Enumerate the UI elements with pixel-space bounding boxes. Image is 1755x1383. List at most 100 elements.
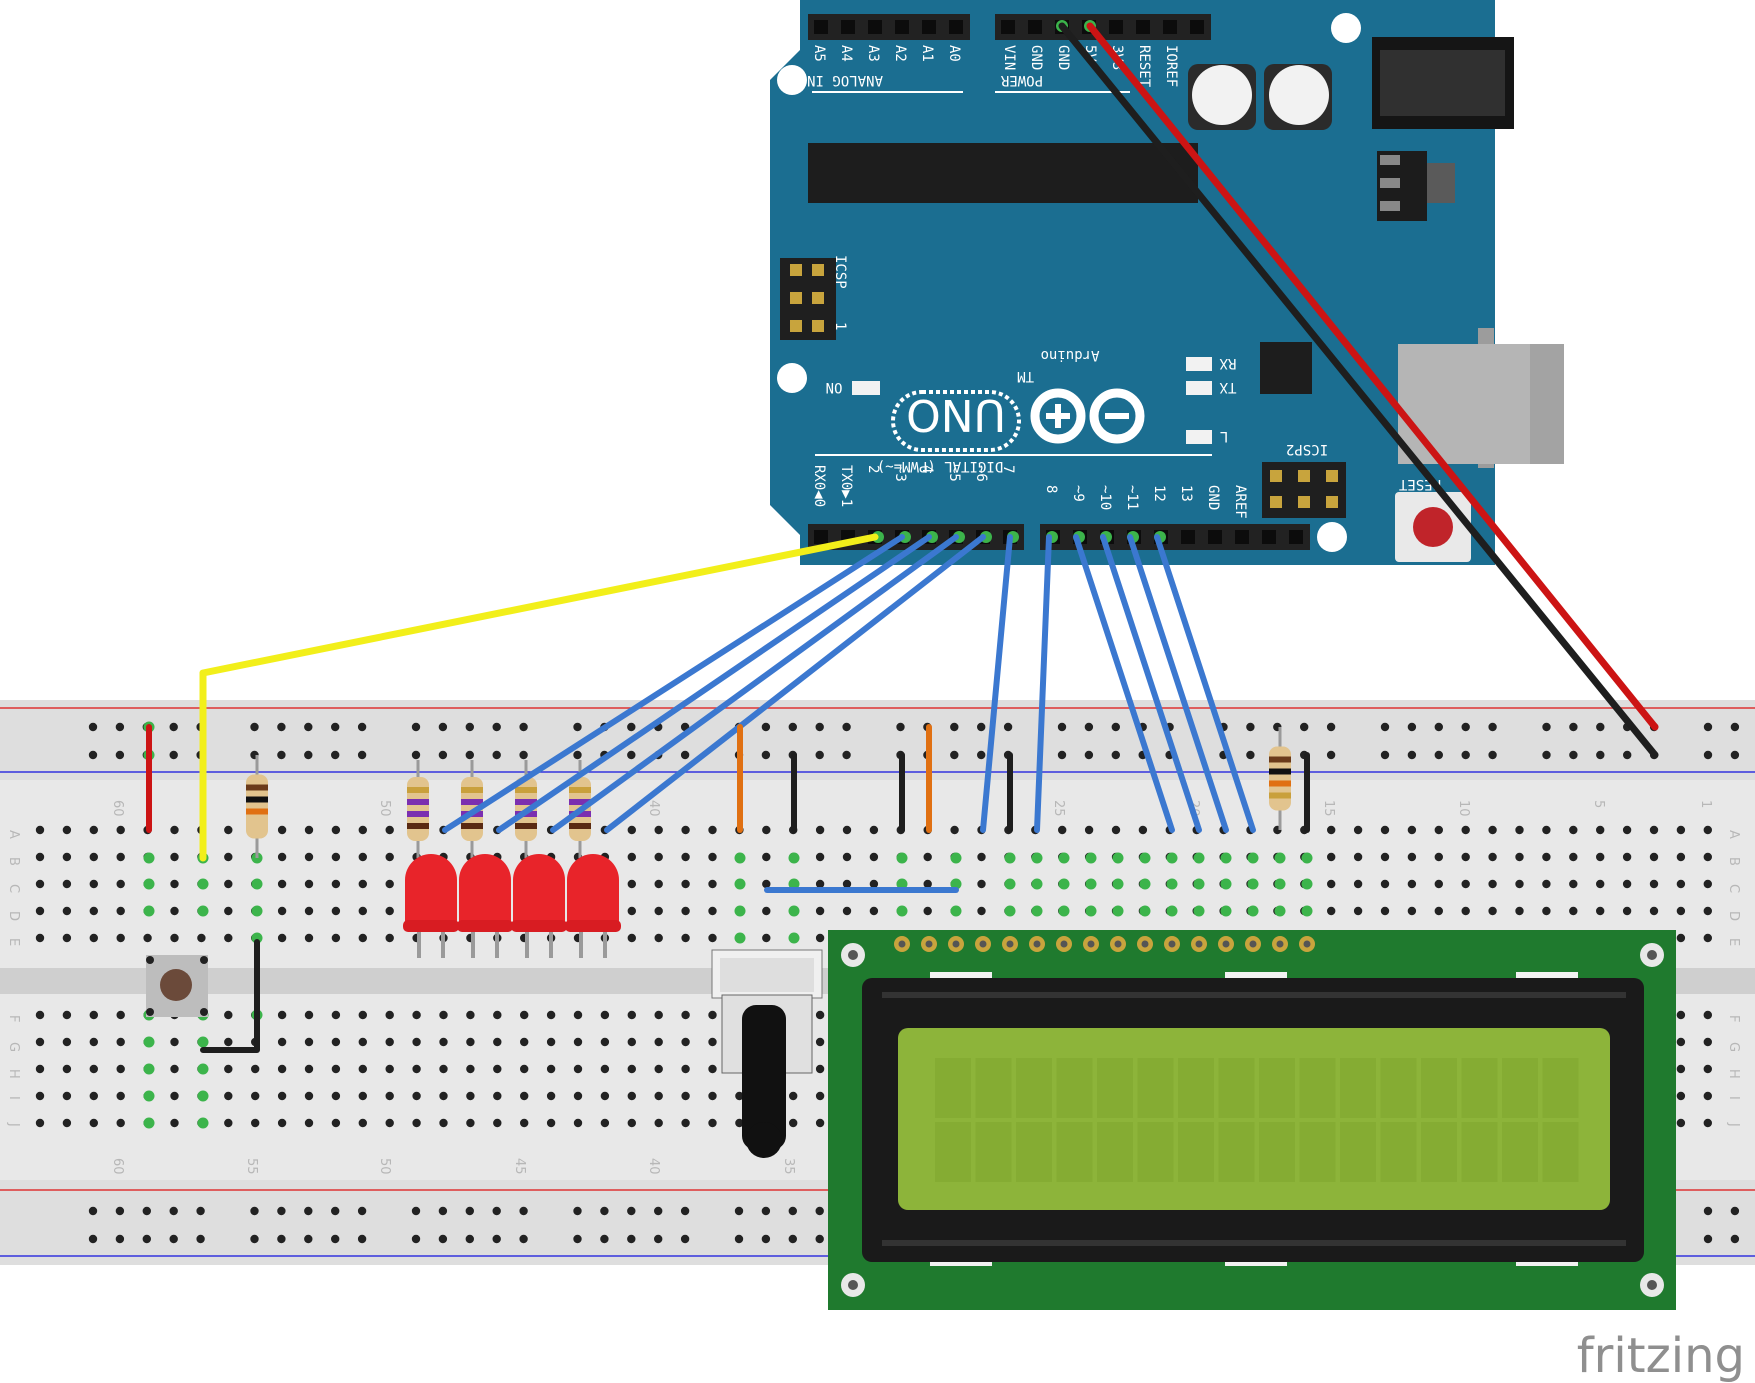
rail-hole: [1596, 750, 1605, 760]
rail-hole: [411, 722, 421, 732]
digital-pin-label: 8: [1043, 485, 1059, 493]
lcd-char-cell: [1218, 1058, 1255, 1118]
rail-hole: [142, 1234, 151, 1244]
lcd-char-cell: [1178, 1058, 1214, 1118]
rail-hole: [492, 722, 501, 732]
connected-hole: [1112, 852, 1124, 864]
rail-hole: [115, 750, 125, 760]
header-pin: [1262, 530, 1276, 544]
rail-hole: [1057, 722, 1067, 732]
hole: [62, 1010, 72, 1020]
hole: [412, 1091, 421, 1101]
resistor-band: [407, 799, 429, 805]
connected-hole: [1301, 905, 1313, 917]
hole: [1596, 879, 1605, 889]
hole: [1622, 825, 1632, 835]
hole: [89, 906, 99, 916]
connected-hole: [1058, 905, 1070, 917]
connected-hole: [1193, 905, 1205, 917]
connected-hole: [1031, 905, 1043, 917]
rail-hole: [1703, 1206, 1713, 1216]
lcd-char-cell: [1056, 1122, 1093, 1182]
hole: [1649, 906, 1659, 916]
hole: [89, 879, 99, 889]
row-letter-g-left: G: [6, 1042, 21, 1052]
connected-hole: [1139, 905, 1151, 917]
rail-hole: [1380, 750, 1390, 760]
connected-hole: [1301, 852, 1313, 864]
hole: [546, 1118, 556, 1128]
rail-hole: [196, 1234, 205, 1244]
digital-pin-label: TX0▶1: [838, 465, 854, 507]
hole: [493, 1010, 502, 1020]
col-num-40-top: 40: [646, 800, 661, 817]
hole: [1596, 825, 1605, 835]
digital-pin-label: ~5: [946, 465, 962, 482]
hole: [62, 1037, 72, 1047]
resistor-band: [1269, 780, 1291, 787]
hole: [304, 1037, 314, 1047]
hole: [1327, 879, 1336, 889]
rail-hole: [88, 1234, 98, 1244]
connected-hole: [1166, 905, 1178, 917]
hole: [762, 879, 771, 889]
lcd-pin-hole: [1087, 940, 1095, 948]
mounting-hole: [777, 65, 807, 95]
hole: [520, 1010, 529, 1020]
rail-hole: [815, 1234, 824, 1244]
rail-hole: [438, 750, 448, 760]
hole: [815, 1091, 825, 1101]
hole: [1515, 825, 1524, 835]
connected-hole: [1112, 878, 1124, 890]
hole: [573, 1037, 583, 1047]
rail-hole: [977, 722, 986, 732]
resistor-band: [246, 808, 268, 815]
hole: [1380, 906, 1390, 916]
rail-hole: [1730, 722, 1740, 732]
hole: [600, 1064, 610, 1074]
connected-hole: [1004, 905, 1016, 917]
hole: [654, 1010, 663, 1020]
hole: [1461, 852, 1470, 862]
rail-hole: [573, 750, 582, 760]
connected-hole: [1274, 905, 1286, 917]
connected-hole: [143, 1090, 155, 1102]
rail-hole: [1111, 722, 1121, 732]
rail-hole: [734, 1206, 744, 1216]
hole: [1353, 879, 1363, 889]
hole: [439, 1118, 448, 1128]
rail-hole: [1730, 750, 1740, 760]
hole: [116, 879, 125, 889]
rail-hole: [115, 1206, 125, 1216]
hole: [1542, 852, 1551, 862]
rail-hole: [950, 722, 959, 732]
resistor-band: [515, 823, 537, 829]
rail-hole: [761, 750, 771, 760]
connected-hole: [251, 878, 263, 890]
hole: [1407, 879, 1417, 889]
rail-hole: [1596, 722, 1605, 732]
rail-hole: [573, 722, 582, 732]
rail-hole: [438, 722, 448, 732]
rail-hole: [142, 1206, 151, 1216]
hole: [358, 1064, 367, 1074]
hole: [815, 852, 825, 862]
hole: [1703, 933, 1713, 943]
connected-hole: [1004, 878, 1016, 890]
hole: [385, 1010, 394, 1020]
lcd-pin-hole: [1276, 940, 1284, 948]
col-num-50-top: 50: [377, 800, 392, 817]
hole: [358, 1118, 367, 1128]
hole: [224, 825, 233, 835]
rail-hole: [1407, 722, 1417, 732]
hole: [224, 852, 233, 862]
hole: [1407, 906, 1417, 916]
hole: [1649, 852, 1659, 862]
lcd-char-cell: [1097, 1122, 1133, 1182]
arduino-uno-board: UNO Arduino TM ANALOG IN POWER DIGITAL (…: [770, 0, 1564, 565]
resistor-body: [407, 777, 429, 841]
hole: [170, 933, 179, 943]
col-num-10-top: 10: [1456, 800, 1471, 817]
lcd-pin-hole: [1006, 940, 1014, 948]
